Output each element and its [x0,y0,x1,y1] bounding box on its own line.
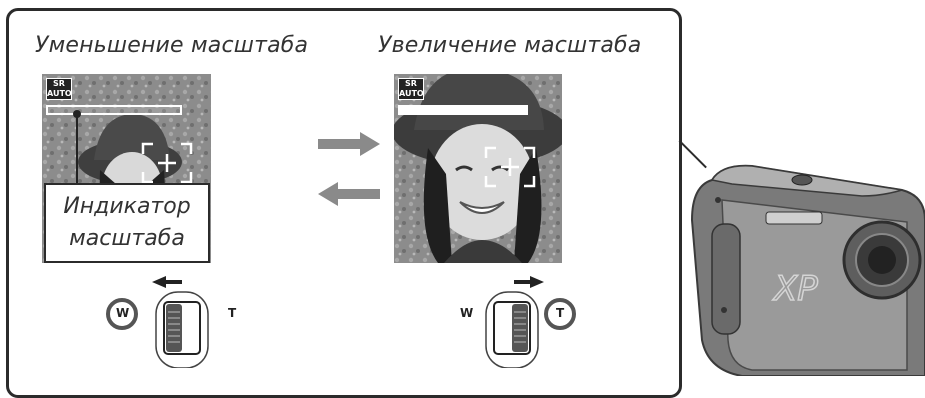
zoom-indicator-fill [400,107,526,113]
svg-text:XP: XP [772,269,818,309]
zoom-switch-wide: W T [104,268,244,369]
zoom-indicator-bar [398,105,528,115]
arrow-right-icon [318,132,380,156]
zoom-out-caption: Уменьшение масштаба [35,33,309,58]
arrow-left-icon [152,276,182,288]
indicator-pointer-line [76,112,78,192]
zoom-indicator-bar [46,105,182,115]
arrow-right-icon [514,276,544,288]
indicator-pointer-dot [73,110,81,118]
zoom-in-caption: Увеличение масштаба [378,33,642,58]
zoom-switch-tele: W T [452,268,592,369]
tele-label: T [556,306,565,320]
camera-icon: XP [690,164,925,376]
arrow-left-icon [318,182,380,206]
zoom-lever-diagram [485,276,576,369]
zoom-lever-diagram [106,276,209,369]
zoom-in-scene [394,74,562,263]
wide-label: W [116,306,130,320]
tele-label: T [228,306,237,320]
wide-label: W [460,306,474,320]
focus-frame-icon [484,146,536,188]
focus-frame-icon [141,142,193,184]
zoom-indicator-label: Индикатор масштаба [44,183,210,263]
